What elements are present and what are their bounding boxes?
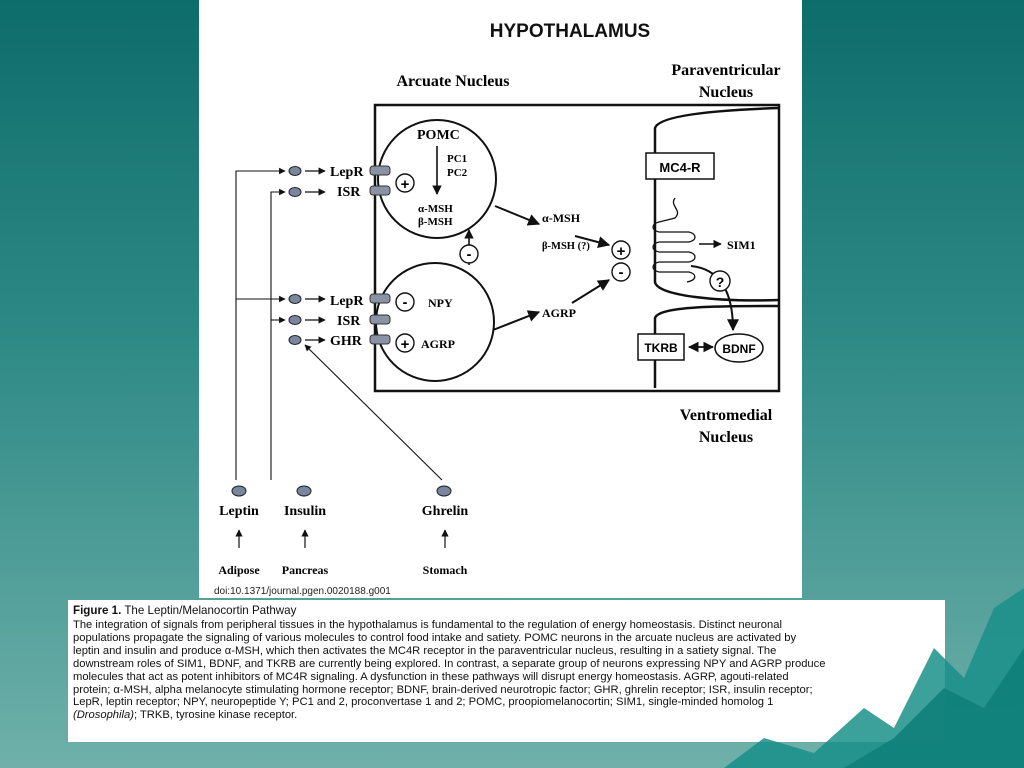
unknown-label: ? (716, 274, 725, 290)
unknown-circle (709, 270, 731, 292)
npy-minus-sign (395, 292, 415, 312)
agrp-arrow (492, 310, 541, 331)
pc1-label: PC1 (447, 153, 467, 165)
tkrb-label: TKRB (644, 341, 678, 355)
agrp-plus-sign (395, 333, 415, 353)
pomc-label: POMC (417, 128, 460, 143)
figure-panel: HYPOTHALAMUS Arcuate Nucleus Paraventric… (199, 0, 802, 598)
caption-italic: (Drosophila) (73, 709, 134, 722)
ventromedial-label-2: Nucleus (699, 429, 753, 446)
decorative-mountain-graphic (724, 588, 1024, 768)
caption-label: Figure 1. (73, 604, 122, 617)
beta-msh-label: β-MSH (418, 216, 453, 228)
npy-minus-text: - (403, 294, 408, 311)
insulin-label: Insulin (284, 504, 326, 519)
agrp-to-mc4r-arrow (571, 279, 611, 304)
insulin-dot-top (288, 187, 302, 197)
ghrelin-label: Ghrelin (422, 504, 469, 519)
mc4r-plus-text: + (617, 243, 626, 260)
caption-body: The integration of signals from peripher… (73, 619, 940, 722)
pc2-label: PC2 (447, 167, 468, 179)
doi-label: doi:10.1371/journal.pgen.0020188.g001 (214, 586, 391, 597)
insulin-dot-bottom (288, 315, 302, 325)
mc4r-minus-text: - (619, 264, 624, 281)
isr-top-label: ISR (337, 185, 361, 200)
isr-bottom-label: ISR (337, 314, 361, 329)
mc4r-transmembrane-icon (652, 197, 696, 283)
bdnf-ellipse (714, 333, 764, 363)
stomach-label: Stomach (423, 563, 468, 577)
figure-caption: Figure 1. The Leptin/Melanocortin Pathwa… (68, 600, 945, 742)
leptin-pathway-line (235, 167, 286, 480)
pancreas-label: Pancreas (282, 563, 329, 577)
mc4r-minus-sign (611, 262, 631, 282)
receptor-isr-top (369, 185, 391, 196)
caption-line: downstream roles of SIM1, BDNF, and TKRB… (73, 657, 826, 670)
caption-title: Figure 1. The Leptin/Melanocortin Pathwa… (73, 603, 940, 618)
caption-title-text: The Leptin/Melanocortin Pathway (124, 604, 297, 617)
caption-last-rest: ; TRKB, tyrosine kinase receptor. (133, 709, 298, 722)
alpha-msh-signal-label: α-MSH (542, 211, 581, 225)
alpha-msh-label: α-MSH (418, 203, 453, 215)
pvn-region-outline (653, 106, 780, 302)
paraventricular-label-1: Paraventricular (671, 62, 780, 79)
caption-line: leptin and insulin and produce α-MSH, wh… (73, 644, 777, 657)
paraventricular-label-2: Nucleus (699, 84, 753, 101)
pomc-plus-sign (395, 173, 415, 193)
ventromedial-label-1: Ventromedial (680, 407, 773, 424)
adipose-label: Adipose (218, 563, 260, 577)
caption-line: molecules that act as potent inhibitors … (73, 670, 789, 683)
diagram-title: HYPOTHALAMUS (490, 21, 650, 42)
hypothalamus-box (373, 103, 781, 393)
leptin-dot-top (288, 166, 302, 176)
mc4r-label: MC4-R (659, 160, 701, 175)
agrp-neuron-label: AGRP (421, 337, 455, 351)
caption-line: protein; α-MSH, alpha melanocyte stimula… (73, 683, 813, 696)
ghrelin-dot-bottom (288, 335, 302, 345)
receptor-lepr-bottom (369, 293, 391, 304)
alpha-msh-arrow (494, 205, 541, 226)
mc4r-box (645, 152, 715, 180)
receptor-isr-bottom (369, 314, 391, 325)
caption-line-last: (Drosophila); TRKB, tyrosine kinase rece… (73, 709, 940, 722)
mc4r-plus-sign (611, 240, 631, 260)
insulin-pathway-line (270, 188, 286, 480)
receptor-lepr-top (369, 165, 391, 176)
vmn-region-outline (653, 304, 780, 388)
arcuate-label: Arcuate Nucleus (396, 73, 509, 90)
caption-line: populations propagate the signaling of v… (73, 631, 797, 644)
pomc-plus-text: + (401, 176, 410, 193)
beta-msh-signal-label: β-MSH (?) (542, 241, 590, 252)
pathway-diagram: HYPOTHALAMUS Arcuate Nucleus Paraventric… (214, 21, 781, 597)
inhibit-minus-text: - (467, 246, 472, 263)
agrp-plus-text: + (401, 336, 410, 353)
ghrelin-dot (436, 485, 452, 497)
inhibit-minus-sign (459, 244, 479, 264)
lepr-top-label: LepR (330, 165, 364, 180)
caption-line: LepR, leptin receptor; NPY, neuropeptide… (73, 696, 774, 709)
beta-msh-arrow (574, 235, 611, 249)
sim1-label: SIM1 (727, 238, 756, 252)
ghr-bottom-label: GHR (330, 334, 363, 349)
npy-agrp-neuron (375, 262, 495, 382)
npy-label: NPY (428, 296, 453, 310)
insulin-dot (296, 485, 312, 497)
receptor-ghr-bottom (369, 334, 391, 345)
leptin-dot-bottom (288, 294, 302, 304)
leptin-dot (231, 485, 247, 497)
caption-line: The integration of signals from peripher… (73, 619, 782, 631)
agrp-signal-label: AGRP (542, 306, 576, 320)
ghrelin-pathway-line (304, 344, 443, 481)
tkrb-box (637, 333, 685, 361)
bdnf-label: BDNF (722, 342, 755, 356)
lepr-bottom-label: LepR (330, 294, 364, 309)
leptin-label: Leptin (219, 504, 259, 519)
